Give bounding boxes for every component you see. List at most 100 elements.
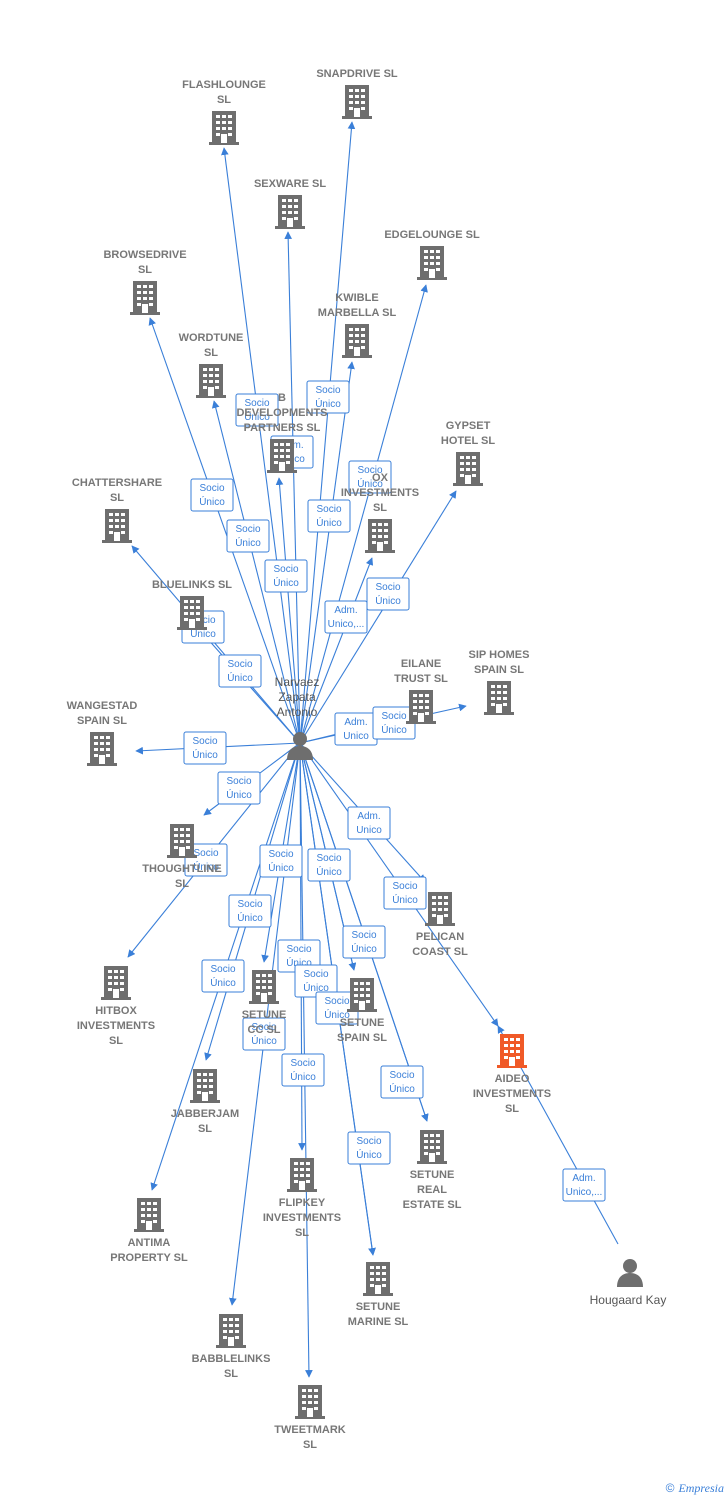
company-label: PARTNERS SL [244, 422, 321, 434]
edge-role-badge[interactable]: Adm.Unico,... [324, 600, 368, 634]
company-label: MARBELLA SL [318, 307, 397, 319]
company-node-edgelounge[interactable]: EDGELOUNGE SL [384, 229, 480, 280]
edge-line [131, 545, 301, 744]
building-icon [484, 681, 514, 715]
edge-line [299, 557, 374, 744]
company-node-snapdrive[interactable]: SNAPDRIVE SL [316, 68, 398, 119]
company-label: SIP HOMES [469, 649, 530, 661]
company-label: INVESTMENTS [263, 1212, 341, 1224]
company-label: HOTEL SL [441, 435, 495, 447]
company-label: SL [505, 1103, 519, 1115]
company-node-pelican[interactable]: PELICAN COAST SL [412, 892, 468, 958]
edge-role-text: Unico [356, 825, 382, 836]
company-node-chattershare[interactable]: CHATTERSHARE SL [72, 477, 162, 543]
edge-line [299, 121, 356, 744]
company-label: REAL [417, 1184, 447, 1196]
edge-role-text: Socio [316, 504, 341, 515]
company-label: SL [110, 492, 124, 504]
building-icon [190, 1069, 220, 1103]
company-label: FLASHLOUNGE [182, 79, 266, 91]
edge-role-text: Único [392, 893, 418, 906]
edge-role-text: Socio [192, 736, 217, 747]
edge-role-text: Socio [199, 483, 224, 494]
company-label: SL [138, 264, 152, 276]
company-node-sip-homes[interactable]: SIP HOMES SPAIN SL [469, 649, 530, 715]
company-label: SL [175, 878, 189, 890]
edge-role-text: Adm. [572, 1173, 595, 1184]
company-label: ESTATE SL [403, 1199, 462, 1211]
edge-role-badge[interactable]: Adm.Unico [334, 712, 378, 746]
company-node-setune-marine[interactable]: SETUNE MARINE SL [348, 1262, 409, 1328]
company-node-sexware[interactable]: SEXWARE SL [254, 178, 326, 229]
edge-role-text: Único [251, 1034, 277, 1047]
company-label: SPAIN SL [474, 664, 524, 676]
company-label: MARINE SL [348, 1316, 409, 1328]
edge-role-text: Socio [315, 385, 340, 396]
company-label: TWEETMARK [274, 1424, 346, 1436]
company-node-bluelinks[interactable]: BLUELINKS SL [152, 579, 232, 630]
edge-role-text: Único [244, 410, 270, 423]
company-label: CHATTERSHARE [72, 477, 162, 489]
edge-role-text: Socio [357, 465, 382, 476]
company-label: PELICAN [416, 931, 464, 943]
building-icon [275, 195, 305, 229]
edge-role-text: Socio [389, 1070, 414, 1081]
company-label: OX [372, 472, 389, 484]
person-node-hougaard-kay[interactable]: Hougaard Kay [590, 1259, 667, 1307]
edge-role-badge[interactable]: Adm.Unico [347, 806, 391, 840]
edge-role-text: Socio [227, 659, 252, 670]
footer-brand[interactable]: ©Empresia [666, 1481, 724, 1496]
edge-role-text: Socio [268, 849, 293, 860]
edge-role-text: Socio [324, 996, 349, 1007]
company-label: SETUNE [356, 1301, 401, 1313]
edge-role-badge[interactable]: Adm.Unico,... [562, 1168, 606, 1202]
company-label: COAST SL [412, 946, 468, 958]
